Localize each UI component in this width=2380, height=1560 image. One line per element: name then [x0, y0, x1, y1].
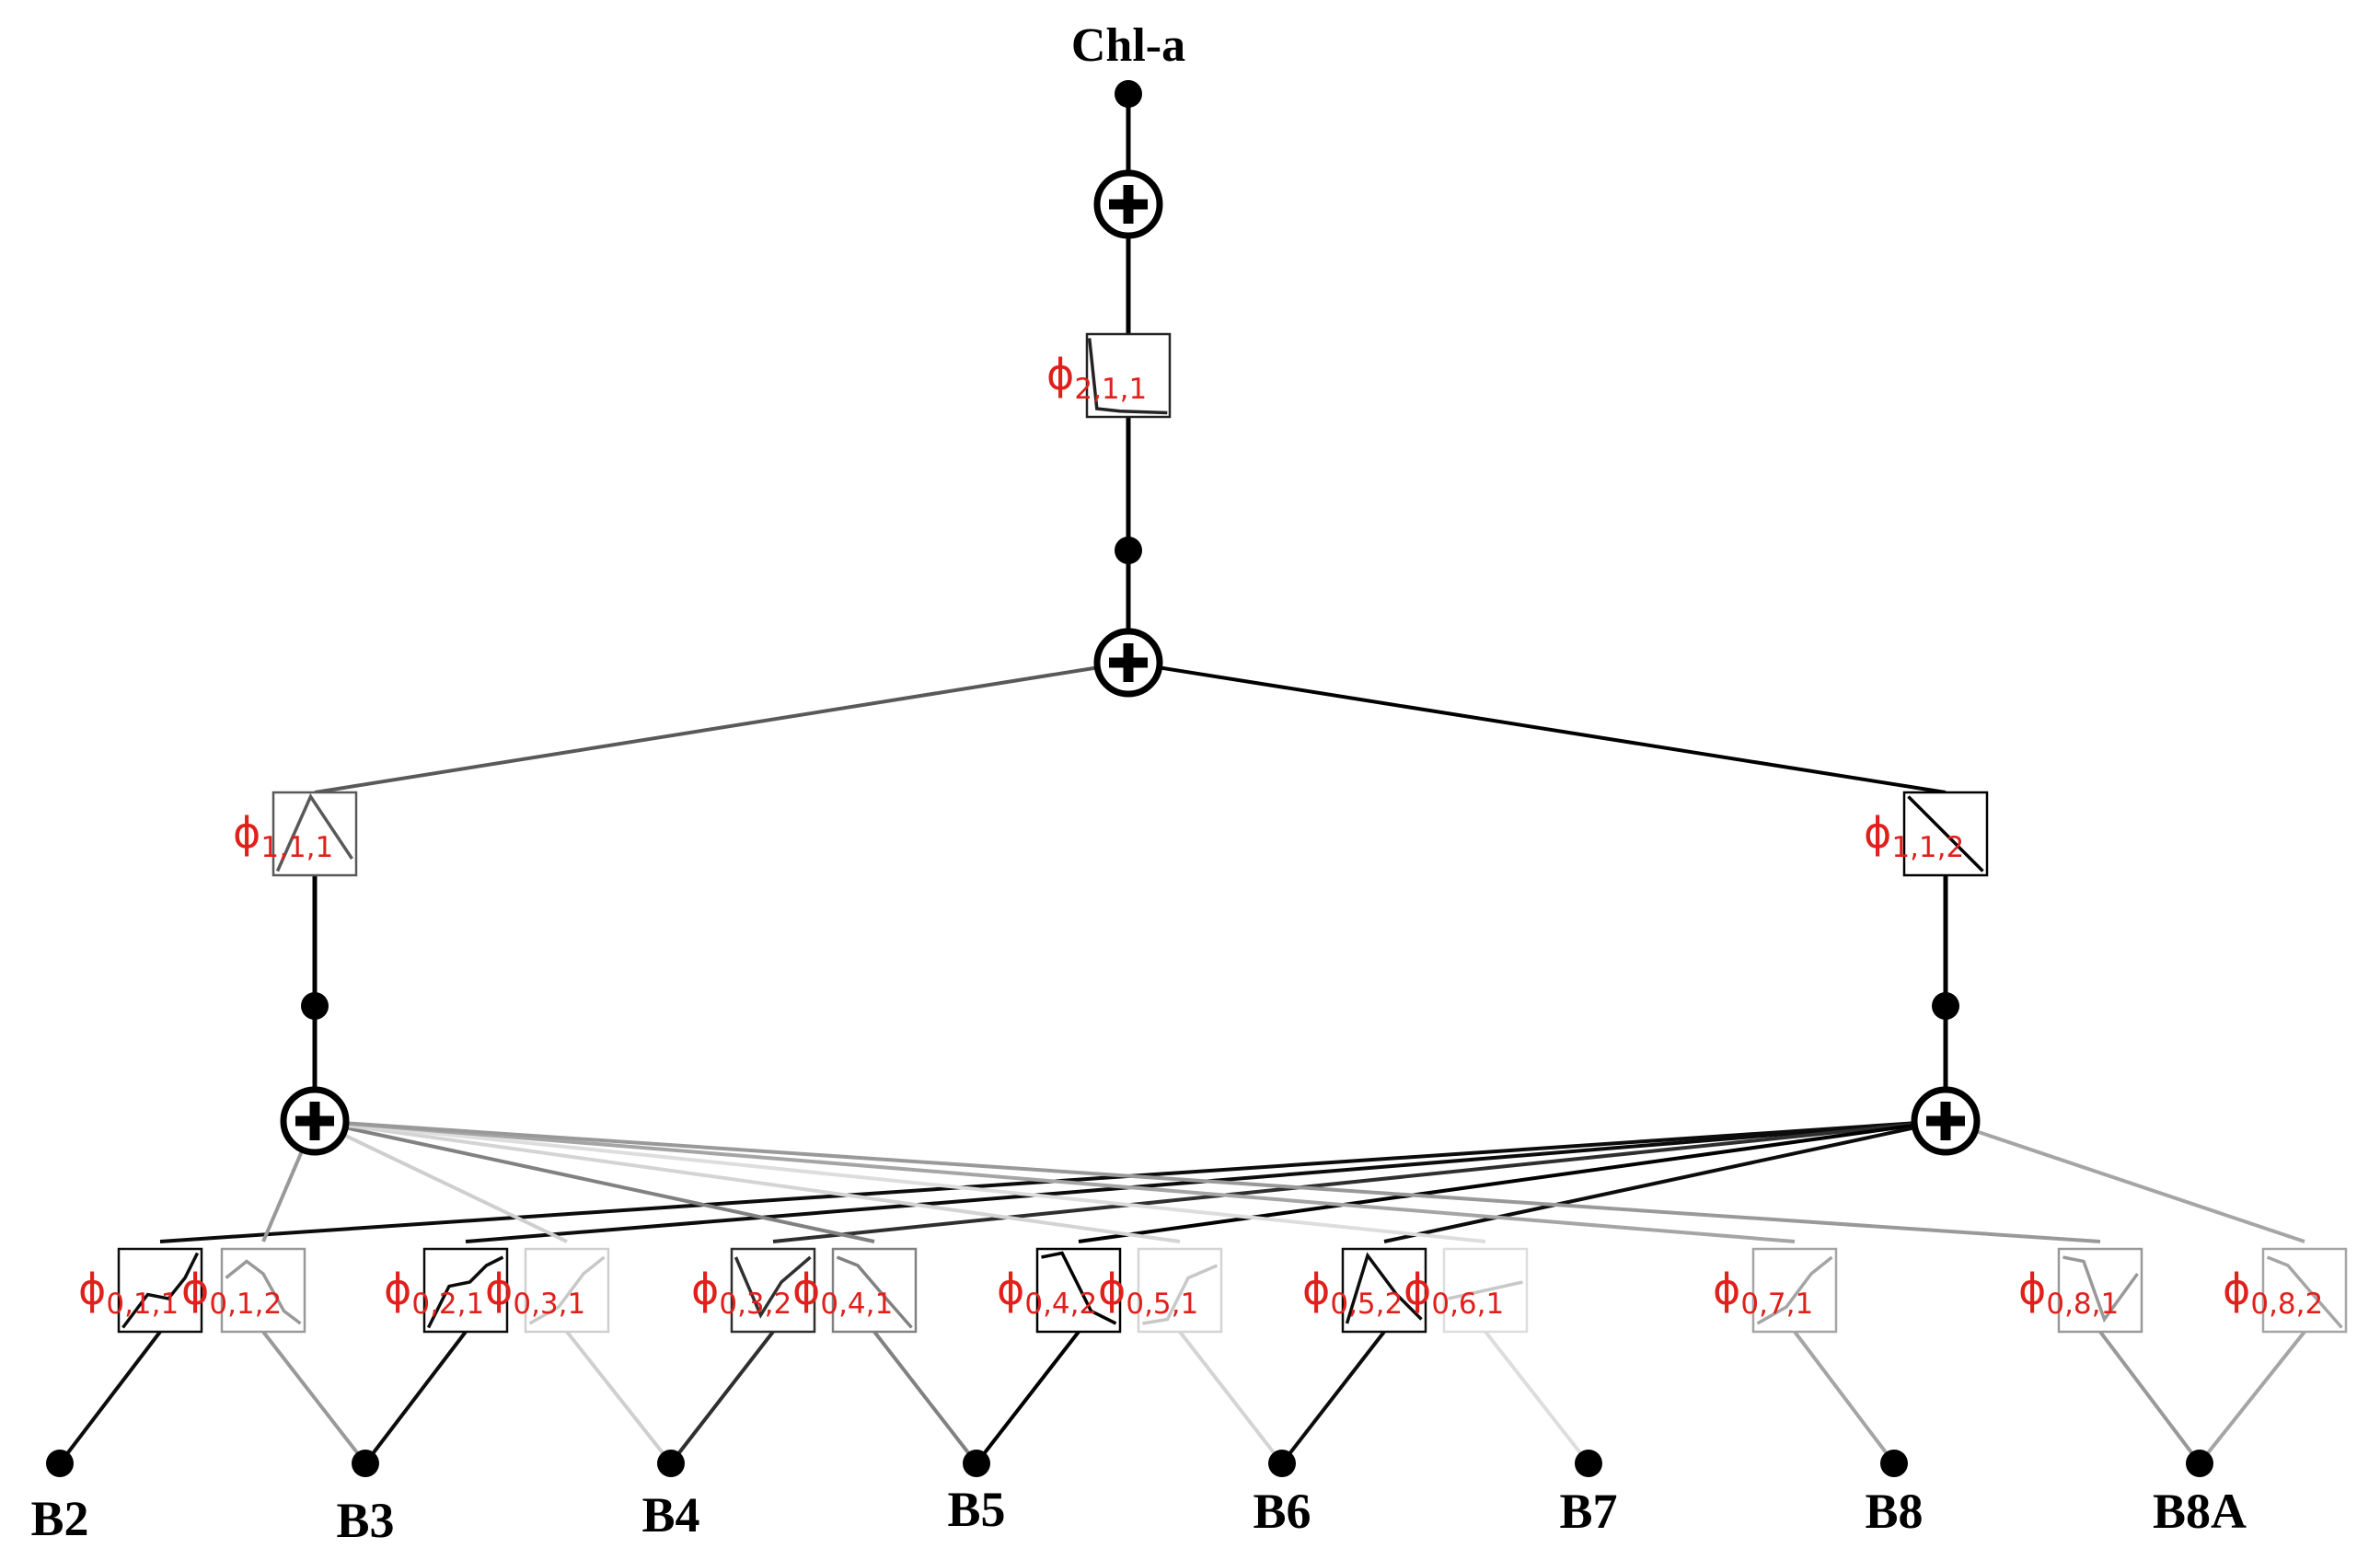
activation-curve: [1907, 795, 1984, 872]
activation-curve: [426, 1255, 504, 1329]
activation-box: ϕ0,1,1: [78, 1247, 203, 1334]
input-label: B8: [1865, 1484, 1923, 1539]
activation-box: ϕ2,1,1: [1046, 332, 1172, 419]
sum-node: [1911, 1086, 1981, 1156]
activation-box: ϕ0,6,1: [1404, 1247, 1529, 1334]
activation-box: ϕ0,8,2: [2223, 1247, 2348, 1334]
activation-box: ϕ0,5,1: [1098, 1247, 1223, 1334]
activation-box: ϕ0,4,2: [997, 1247, 1122, 1334]
activation-box: ϕ0,7,1: [1713, 1247, 1838, 1334]
activation-curve: [1756, 1255, 1833, 1325]
activation-curve: [528, 1255, 606, 1325]
activation-label: ϕ0,4,2: [997, 1265, 1097, 1321]
edge-input-to-activation: [2198, 1330, 2306, 1465]
input-node: [657, 1450, 685, 1477]
input-label: B3: [336, 1493, 394, 1548]
edge-activation-to-sum: [1078, 1119, 1947, 1243]
edge-activation-to-sum: [314, 1119, 568, 1243]
edge-activation-to-sum: [314, 661, 1129, 794]
edge-activation-to-sum: [314, 1119, 2101, 1243]
edge-input-to-activation: [2098, 1330, 2201, 1465]
activation-curve: [1041, 1251, 1117, 1325]
sum-node: [280, 1086, 350, 1156]
output-node: [1115, 80, 1142, 108]
edge-layer: [58, 94, 2306, 1465]
label-layer: Chl-a B2 B3 B4 B5 B6 B7 B8 B8A: [30, 19, 2247, 1548]
edge-activation-to-sum: [314, 1119, 1796, 1243]
activation-curve: [2266, 1255, 2343, 1329]
activation-box: ϕ1,1,1: [233, 791, 358, 877]
activation-box: ϕ0,3,1: [485, 1247, 610, 1334]
activation-label: ϕ0,8,2: [2223, 1265, 2323, 1321]
input-node: [1880, 1450, 1908, 1477]
edge-input-to-activation: [1484, 1330, 1590, 1465]
edge-input-to-activation: [1793, 1330, 1896, 1465]
activation-box: ϕ1,1,2: [1864, 791, 1989, 877]
hidden-node: [301, 992, 329, 1020]
activation-curve: [121, 1252, 200, 1329]
input-label: B8A: [2153, 1484, 2247, 1539]
output-label: Chl-a: [1071, 19, 1185, 72]
activation-box: ϕ0,5,2: [1302, 1247, 1427, 1334]
input-node: [963, 1450, 990, 1477]
activation-curve: [1087, 338, 1168, 415]
input-label: B6: [1253, 1484, 1311, 1539]
activation-label: ϕ0,6,1: [1404, 1265, 1504, 1321]
activation-curve: [275, 792, 353, 872]
edge-input-to-activation: [1280, 1330, 1386, 1465]
sum-node: [1093, 169, 1163, 239]
activation-curve: [225, 1259, 302, 1325]
edge-activation-to-sum: [1127, 661, 1947, 794]
edge-activation-to-sum: [1945, 1119, 2305, 1243]
edge-activation-to-sum: [1383, 1119, 1947, 1243]
edge-activation-to-sum: [314, 1119, 1181, 1243]
edge-input-to-activation: [565, 1330, 673, 1465]
hidden-node: [1115, 537, 1142, 564]
edge-input-to-activation: [1178, 1330, 1284, 1465]
input-node: [1575, 1450, 1602, 1477]
edge-input-to-activation: [58, 1330, 162, 1465]
edge-activation-to-sum: [314, 1119, 875, 1243]
activation-curve: [734, 1255, 812, 1319]
input-label: B2: [30, 1491, 88, 1546]
input-label: B7: [1559, 1484, 1617, 1539]
sum-node: [1093, 628, 1163, 698]
edge-activation-to-sum: [772, 1119, 1947, 1243]
input-node: [1268, 1450, 1296, 1477]
node-layer: [46, 80, 2213, 1477]
edge-input-to-activation: [261, 1330, 367, 1465]
activation-box: ϕ0,3,2: [691, 1247, 816, 1334]
edge-input-to-activation: [975, 1330, 1080, 1465]
activation-box: ϕ0,8,1: [2018, 1247, 2143, 1334]
input-node: [352, 1450, 379, 1477]
edge-input-to-activation: [364, 1330, 468, 1465]
activation-box: ϕ0,1,2: [181, 1247, 306, 1334]
edge-input-to-activation: [872, 1330, 978, 1465]
activation-box: ϕ0,4,1: [792, 1247, 918, 1334]
input-label: B4: [641, 1487, 699, 1543]
activation-curve: [1448, 1280, 1523, 1300]
activation-curve: [1345, 1252, 1423, 1324]
input-node: [46, 1450, 74, 1477]
activation-box: ϕ0,2,1: [384, 1247, 509, 1334]
input-node: [2186, 1450, 2213, 1477]
input-label: B5: [947, 1482, 1005, 1537]
edge-activation-to-sum: [314, 1119, 1486, 1243]
edge-input-to-activation: [669, 1330, 775, 1465]
activation-curve: [1142, 1264, 1219, 1325]
activation-curve: [836, 1255, 913, 1329]
hidden-node: [1932, 992, 1959, 1020]
activation-curve: [2062, 1255, 2139, 1323]
